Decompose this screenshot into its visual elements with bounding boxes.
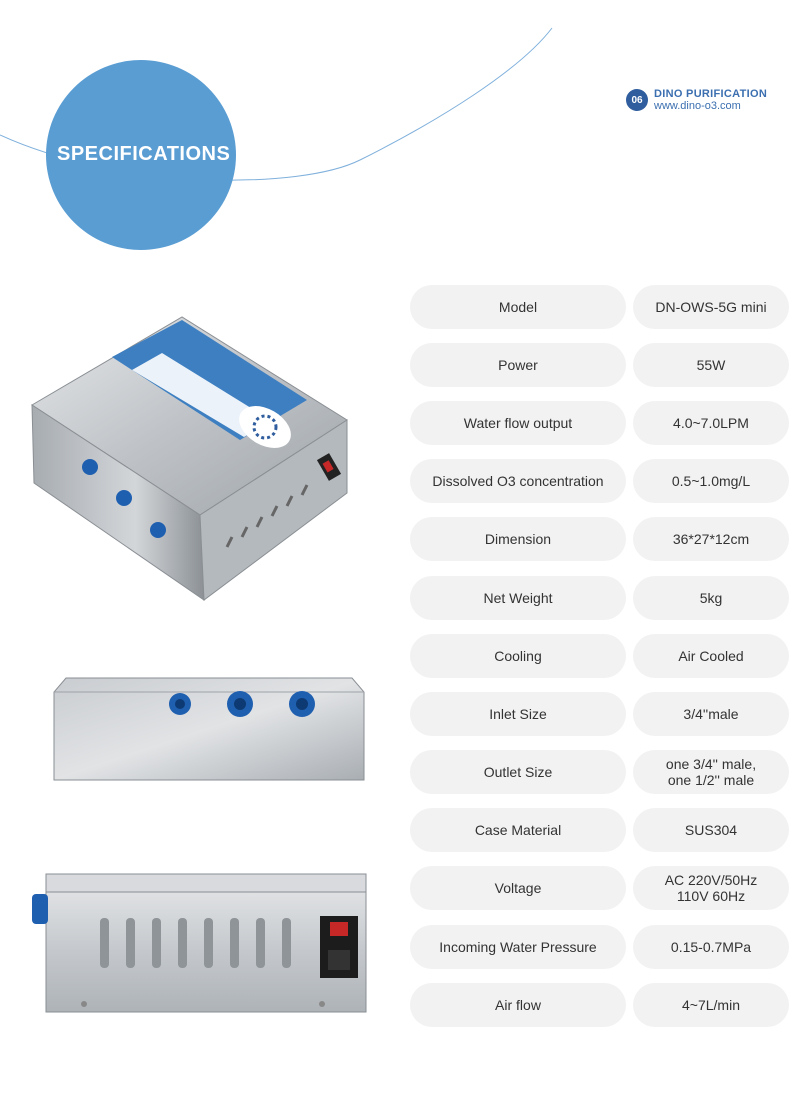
page-title: SPECIFICATIONS <box>57 143 231 165</box>
spec-value-cooling: Air Cooled <box>633 634 789 678</box>
spec-value-o3-concentration: 0.5~1.0mg/L <box>633 459 789 503</box>
spec-label-power: Power <box>410 343 626 387</box>
spec-value-water-pressure: 0.15-0.7MPa <box>633 925 789 969</box>
spec-label-outlet-size: Outlet Size <box>410 750 626 794</box>
spec-label-cooling: Cooling <box>410 634 626 678</box>
spec-label-water-flow: Water flow output <box>410 401 626 445</box>
spec-value-net-weight: 5kg <box>633 576 789 620</box>
spec-label-inlet-size: Inlet Size <box>410 692 626 736</box>
spec-value-voltage: AC 220V/50Hz 110V 60Hz <box>633 866 789 910</box>
brand-website: www.dino-o3.com <box>654 100 741 112</box>
brand-text: DINO PURIFICATION www.dino-o3.com <box>654 88 767 112</box>
spec-label-net-weight: Net Weight <box>410 576 626 620</box>
spec-label-water-pressure: Incoming Water Pressure <box>410 925 626 969</box>
spec-value-water-flow: 4.0~7.0LPM <box>633 401 789 445</box>
spec-label-o3-concentration: Dissolved O3 concentration <box>410 459 626 503</box>
spec-value-case-material: SUS304 <box>633 808 789 852</box>
spec-value-outlet-size: one 3/4'' male, one 1/2'' male <box>633 750 789 794</box>
spec-value-model: DN-OWS-5G mini <box>633 285 789 329</box>
spec-value-inlet-size: 3/4''male <box>633 692 789 736</box>
spec-label-model: Model <box>410 285 626 329</box>
product-main-image <box>31 316 348 601</box>
spec-value-power: 55W <box>633 343 789 387</box>
spec-value-air-flow: 4~7L/min <box>633 983 789 1027</box>
brand-block: 06 DINO PURIFICATION www.dino-o3.com <box>626 88 767 112</box>
product-side-view-image <box>32 873 367 1013</box>
brand-name: DINO PURIFICATION <box>654 88 768 100</box>
spec-label-air-flow: Air flow <box>410 983 626 1027</box>
page-number-badge: 06 <box>626 89 648 111</box>
spec-label-voltage: Voltage <box>410 866 626 910</box>
spec-label-dimension: Dimension <box>410 517 626 561</box>
spec-label-case-material: Case Material <box>410 808 626 852</box>
product-top-view-image <box>53 677 365 781</box>
title-circle <box>46 60 236 250</box>
spec-value-dimension: 36*27*12cm <box>633 517 789 561</box>
